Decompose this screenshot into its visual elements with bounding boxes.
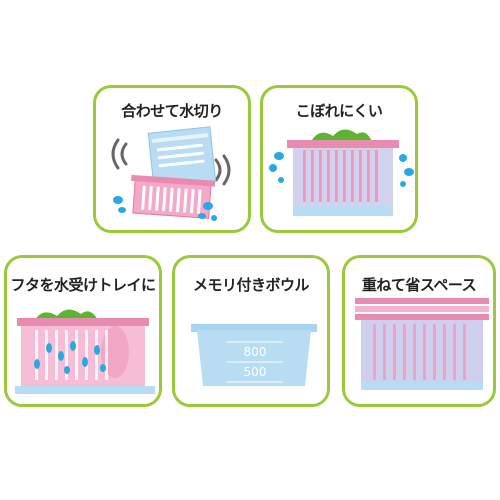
card-title: 合わせて水切り <box>121 102 223 120</box>
feature-card-measuring-bowl: メモリ付きボウル 800 500 300 <box>172 255 330 407</box>
card-title: こぼれにくい <box>295 102 383 120</box>
stacking-illustration <box>355 298 489 390</box>
card-title: 重ねて省スペース <box>361 276 477 294</box>
card-title: フタを水受けトレイに <box>10 276 156 294</box>
feature-card-drain: 合わせて水切り <box>93 85 251 233</box>
feature-card-spill-proof: こぼれにくい <box>260 85 418 233</box>
lid-tray-illustration <box>15 309 155 394</box>
drain-illustration <box>111 126 231 221</box>
scale-mark-300: 300 <box>244 385 267 399</box>
feature-card-stack-space-saving: 重ねて省スペース <box>342 255 496 407</box>
card-title: メモリ付きボウル <box>192 276 310 294</box>
feature-card-lid-tray: フタを水受けトレイに <box>4 255 162 407</box>
spill-proof-illustration <box>269 129 414 216</box>
scale-mark-500: 500 <box>244 365 267 379</box>
scale-mark-800: 800 <box>244 345 267 359</box>
measuring-bowl-illustration: 800 500 300 <box>191 324 317 399</box>
